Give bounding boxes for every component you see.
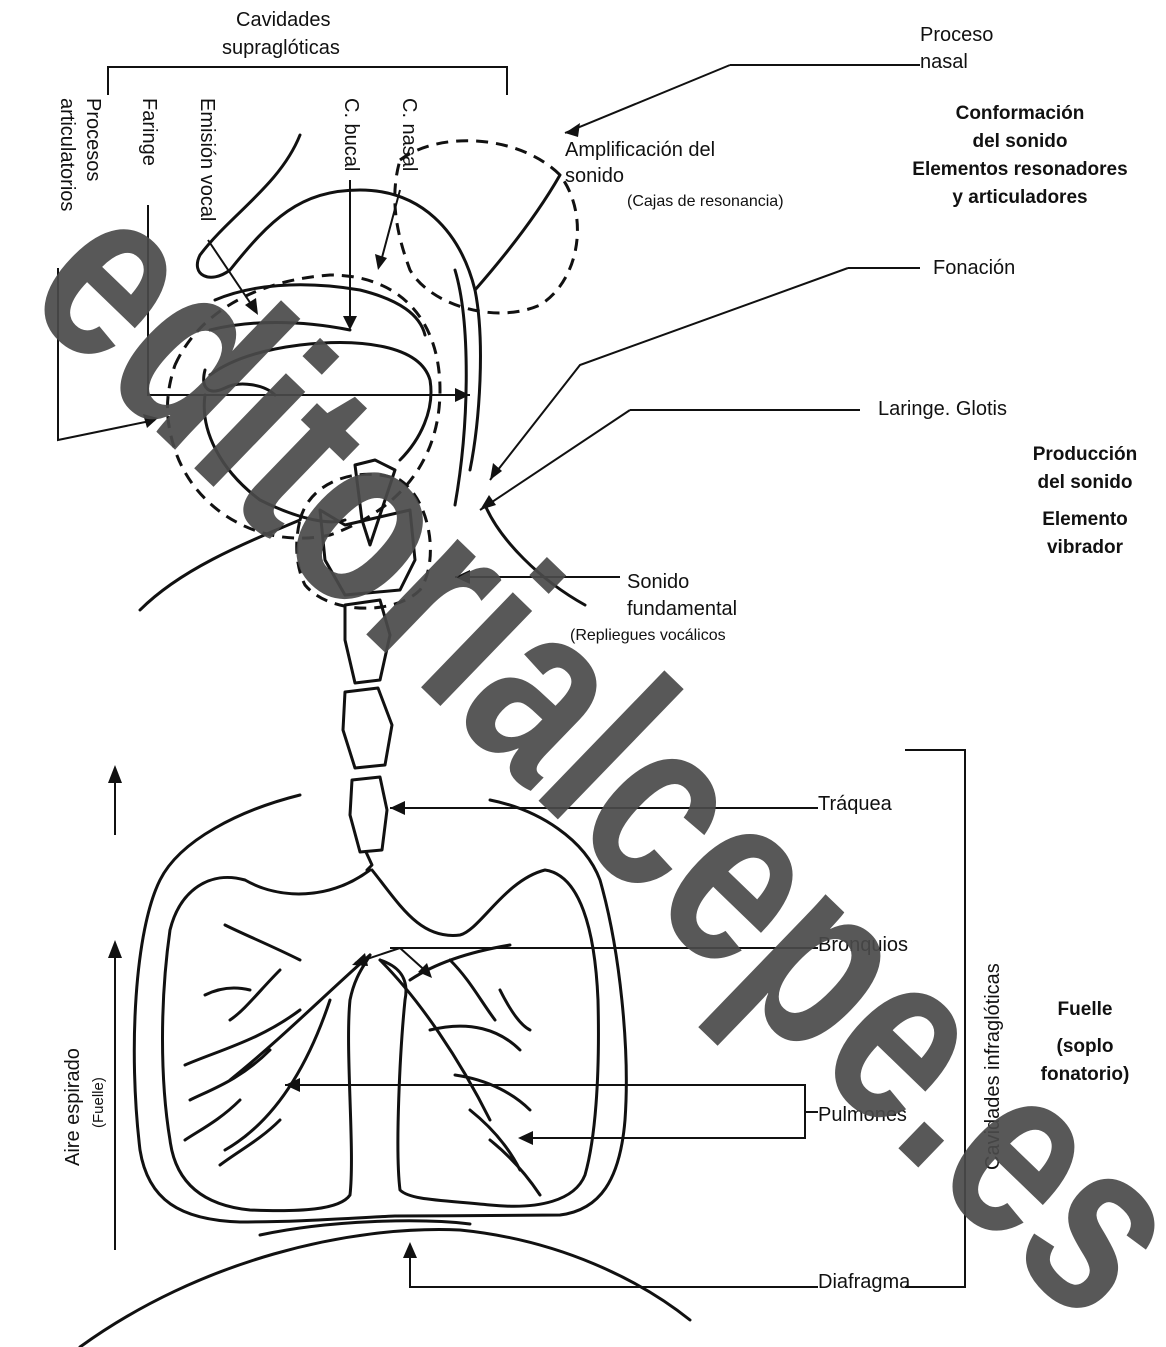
produccion-block: Producción del sonido [1005, 441, 1165, 497]
larynx-dashed [297, 474, 431, 608]
mouth-palate [210, 323, 350, 331]
chest-outline [134, 795, 626, 1222]
back-head [475, 175, 560, 290]
elemento-line-2: vibrador [1005, 534, 1165, 562]
fuelle-small-label: (Fuelle) [88, 1077, 110, 1128]
faringe-label: Faringe [138, 98, 160, 166]
c-bucal-label: C. bucal [340, 98, 362, 171]
procesos-label-2: articulatorios [56, 98, 78, 211]
epiglottis [355, 460, 395, 545]
procesos-label-1: Procesos [82, 98, 104, 181]
diaphragm [80, 1230, 690, 1347]
right-lung [372, 870, 598, 1206]
cajas-resonancia-label: (Cajas de resonancia) [627, 192, 784, 211]
conformacion-line-2: del sonido [885, 128, 1155, 156]
amplificacion-label-2: sonido [565, 164, 624, 188]
bronquios-label: Bronquios [818, 933, 908, 957]
sonido-fundamental-label-2: fundamental [627, 597, 737, 621]
oral-cavity-dashed [168, 275, 441, 538]
elemento-line-1: Elemento [1005, 506, 1165, 534]
aire-espirado-label: Aire espirado [62, 1048, 84, 1166]
amplificacion-label-1: Amplificación del [565, 138, 715, 162]
soplo-line-1: (soplo [1020, 1033, 1150, 1061]
sonido-fundamental-label-1: Sonido [627, 570, 689, 594]
repliegues-label: (Repliegues vocálicos [570, 626, 726, 645]
lower-lip [204, 370, 275, 395]
conformacion-line-1: Conformación [885, 100, 1155, 128]
fuelle-block: Fuelle [1020, 996, 1150, 1024]
cavidades-supragloticas-label-1: Cavidades [236, 8, 331, 32]
proceso-nasal-label-2: nasal [920, 50, 968, 74]
c-nasal-label: C. nasal [398, 98, 420, 171]
proceso-nasal-label-1: Proceso [920, 23, 993, 47]
jaw [204, 395, 345, 522]
laringe-glotis-label: Laringe. Glotis [878, 397, 1007, 421]
nasal-cavity-dashed [395, 141, 578, 313]
left-lung [163, 870, 371, 1211]
head-outline [197, 135, 480, 470]
soplo-line-2: fonatorio) [1020, 1061, 1150, 1089]
emision-vocal-label: Emisión vocal [196, 98, 218, 221]
fonacion-label: Fonación [933, 256, 1015, 280]
produccion-line-2: del sonido [1005, 469, 1165, 497]
cavidades-infragloticas-label: Cavidades infraglóticas [982, 963, 1004, 1170]
trachea-ring [350, 777, 387, 852]
tongue [210, 343, 431, 460]
conformacion-line-3: Elementos resonadores [885, 156, 1155, 184]
trachea-ring [343, 688, 392, 768]
nasal-upper [215, 285, 425, 335]
produccion-line-1: Producción [1005, 441, 1165, 469]
cavidades-supragloticas-label-2: supraglóticas [222, 36, 340, 60]
conformacion-block: Conformación del sonido Elementos resona… [885, 100, 1155, 212]
elemento-vibrador-block: Elemento vibrador [1005, 506, 1165, 562]
fuelle-line: Fuelle [1020, 996, 1150, 1024]
pulmones-label: Pulmones [818, 1103, 907, 1127]
soplo-block: (soplo fonatorio) [1020, 1033, 1150, 1089]
chin-neck [140, 520, 300, 610]
trachea-ring [345, 600, 390, 683]
conformacion-line-4: y articuladores [885, 184, 1155, 212]
traquea-label: Tráquea [818, 792, 892, 816]
back-neck [485, 505, 585, 605]
diafragma-label: Diafragma [818, 1270, 910, 1294]
